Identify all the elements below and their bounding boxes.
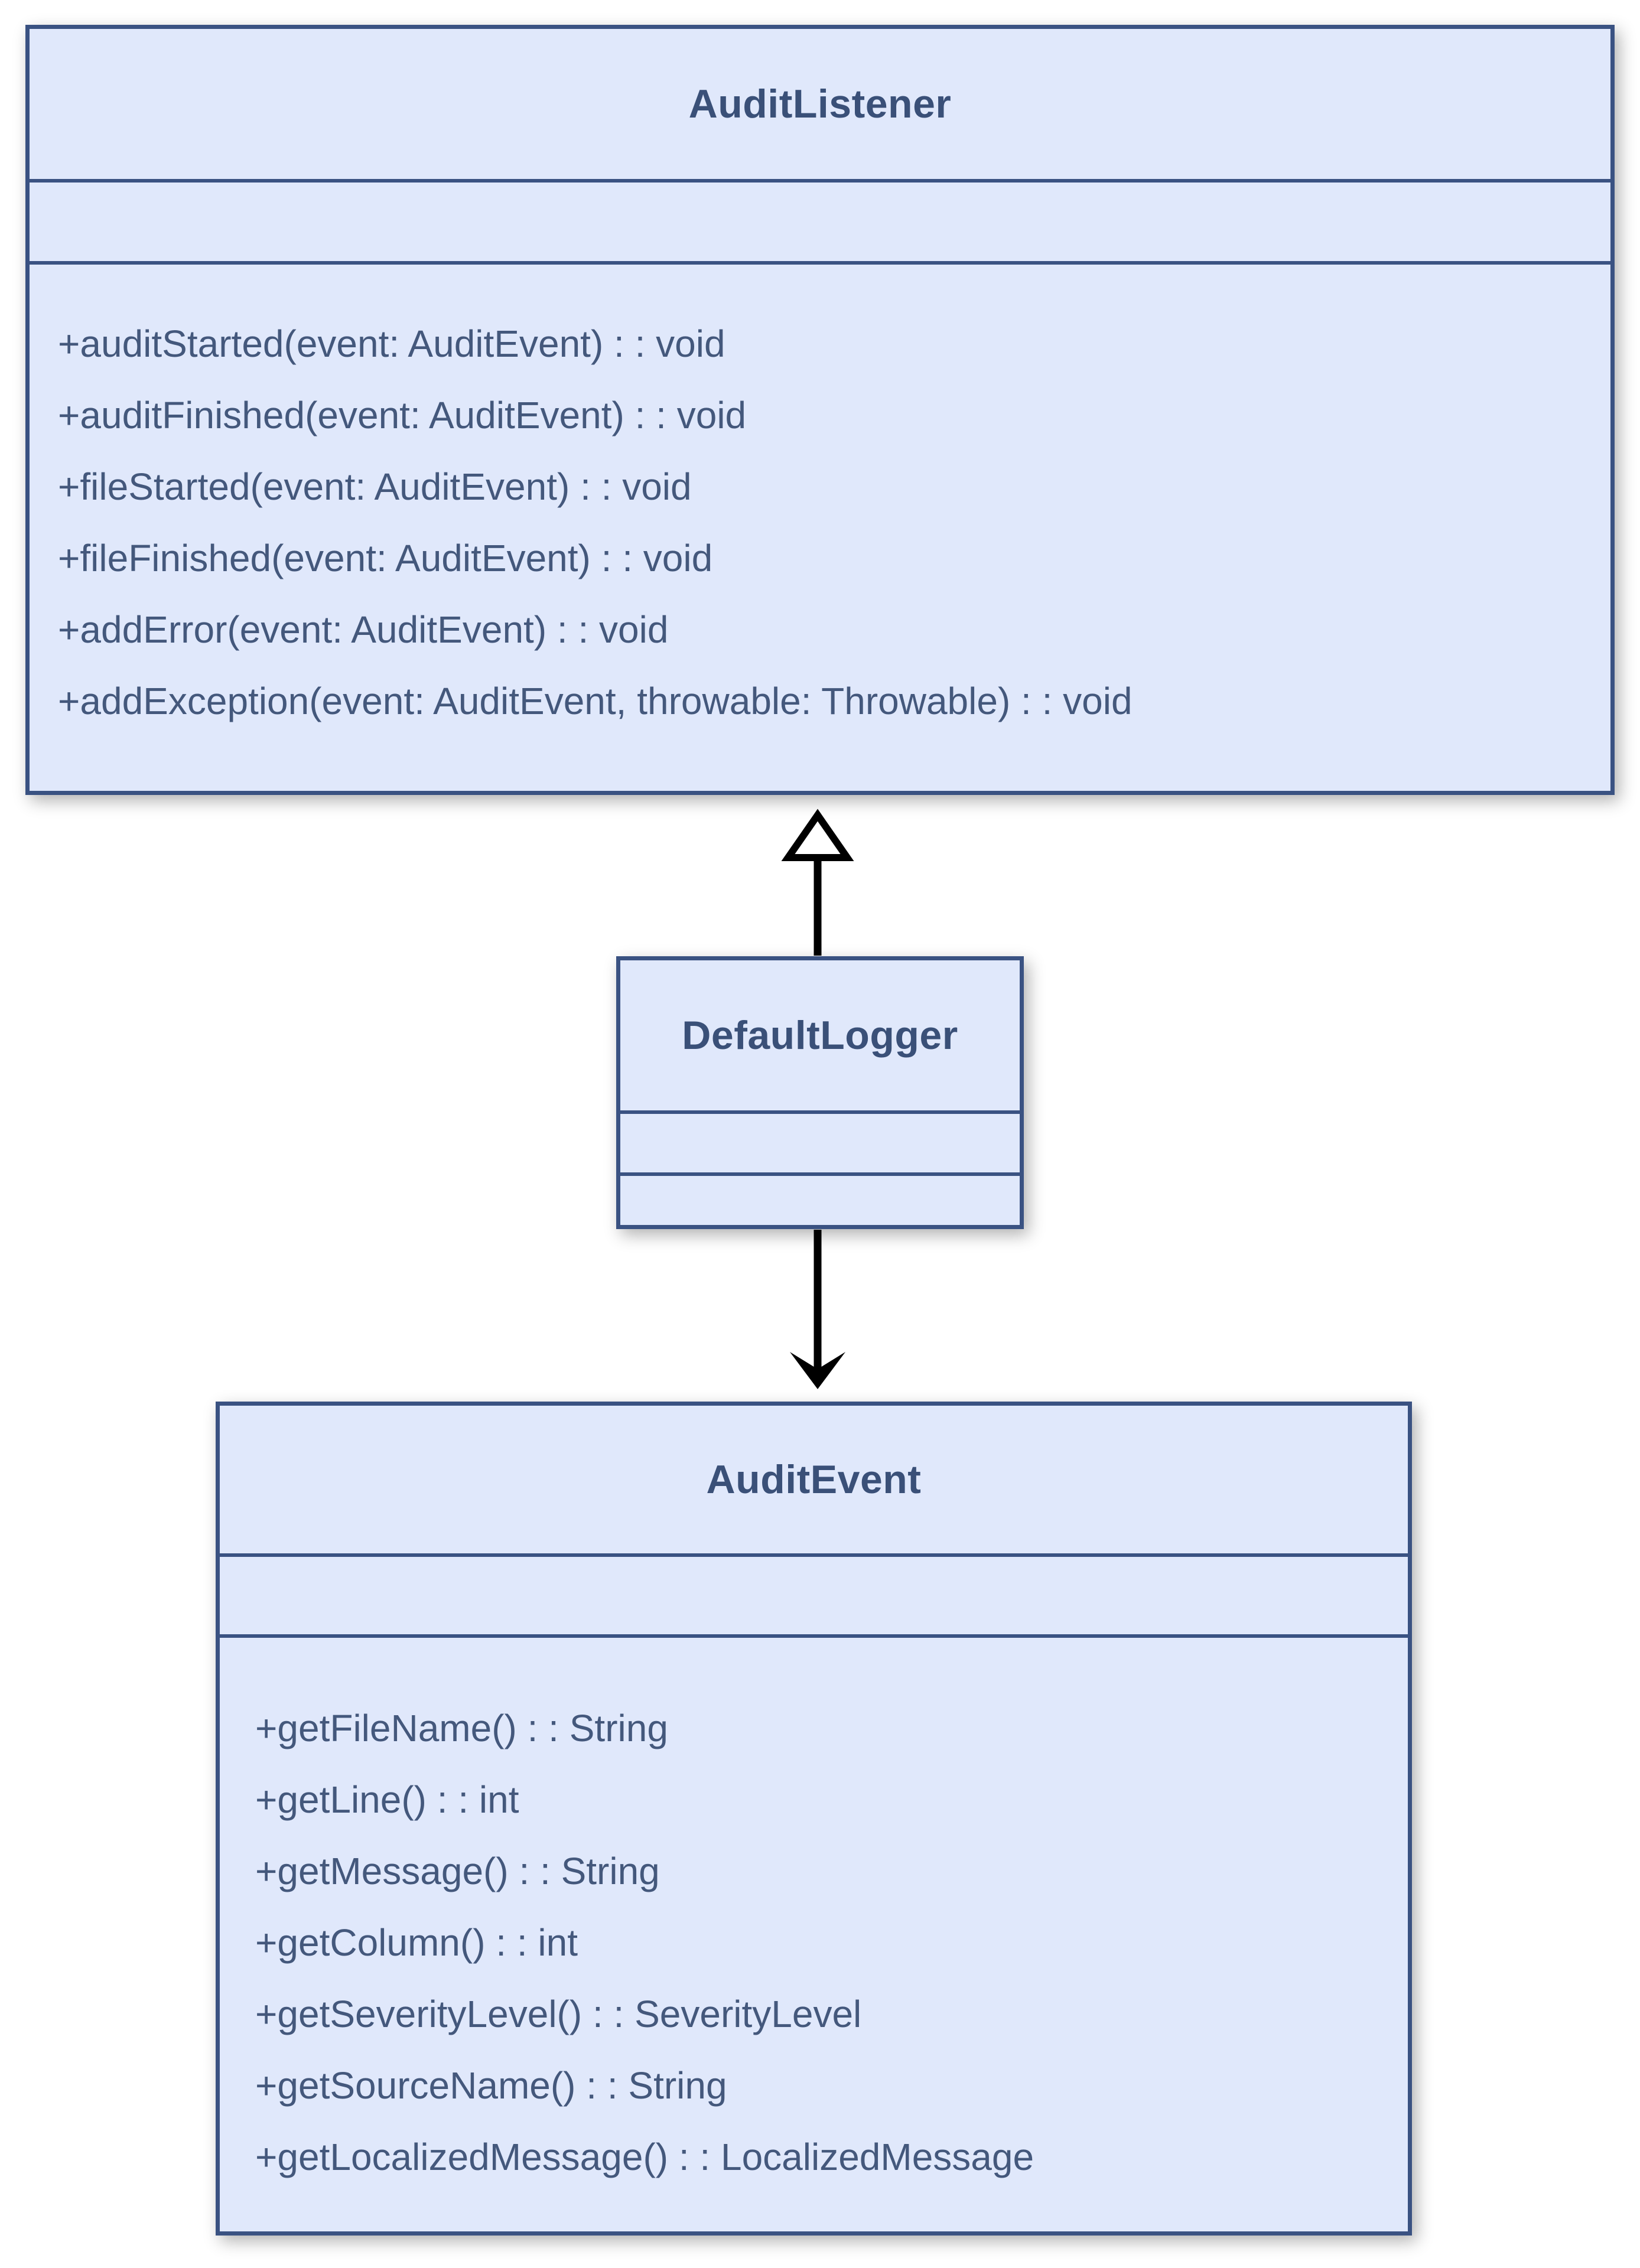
class-title-compartment: AuditEvent: [220, 1406, 1408, 1553]
class-title-compartment: DefaultLogger: [620, 960, 1020, 1110]
method-row: +getSeverityLevel() : : SeverityLevel: [255, 1993, 862, 2035]
class-name-defaultlogger: DefaultLogger: [682, 1013, 958, 1058]
class-box-auditlistener: AuditListener +auditStarted(event: Audit…: [25, 25, 1615, 795]
method-row: +getColumn() : : int: [255, 1921, 578, 1964]
attributes-compartment-empty: [220, 1553, 1408, 1634]
class-box-auditevent: AuditEvent +getFileName() : : String +ge…: [216, 1402, 1412, 2236]
hollow-triangle-arrowhead-icon: [781, 809, 854, 861]
class-name-auditlistener: AuditListener: [688, 82, 952, 126]
method-row: +fileStarted(event: AuditEvent) : : void: [58, 465, 692, 508]
class-name-auditevent: AuditEvent: [706, 1457, 922, 1502]
method-row: +getLocalizedMessage() : : LocalizedMess…: [255, 2136, 1034, 2178]
class-title-compartment: AuditListener: [30, 29, 1610, 179]
open-arrowhead-icon: [790, 1352, 845, 1389]
class-box-defaultlogger: DefaultLogger: [616, 956, 1024, 1229]
attributes-compartment-empty: [620, 1110, 1020, 1172]
method-row: +addError(event: AuditEvent) : : void: [58, 608, 669, 651]
attributes-compartment-empty: [30, 179, 1610, 261]
method-row: +auditStarted(event: AuditEvent) : : voi…: [58, 322, 725, 365]
methods-compartment: +getFileName() : : String +getLine() : :…: [220, 1634, 1408, 2231]
method-row: +getSourceName() : : String: [255, 2064, 727, 2107]
method-row: +getFileName() : : String: [255, 1707, 668, 1749]
method-row: +getMessage() : : String: [255, 1850, 660, 1892]
methods-compartment: +auditStarted(event: AuditEvent) : : voi…: [30, 261, 1610, 791]
method-row: +getLine() : : int: [255, 1778, 519, 1821]
methods-compartment-empty: [620, 1172, 1020, 1225]
method-row: +addException(event: AuditEvent, throwab…: [58, 680, 1133, 722]
method-row: +auditFinished(event: AuditEvent) : : vo…: [58, 394, 747, 436]
method-row: +fileFinished(event: AuditEvent) : : voi…: [58, 537, 713, 579]
